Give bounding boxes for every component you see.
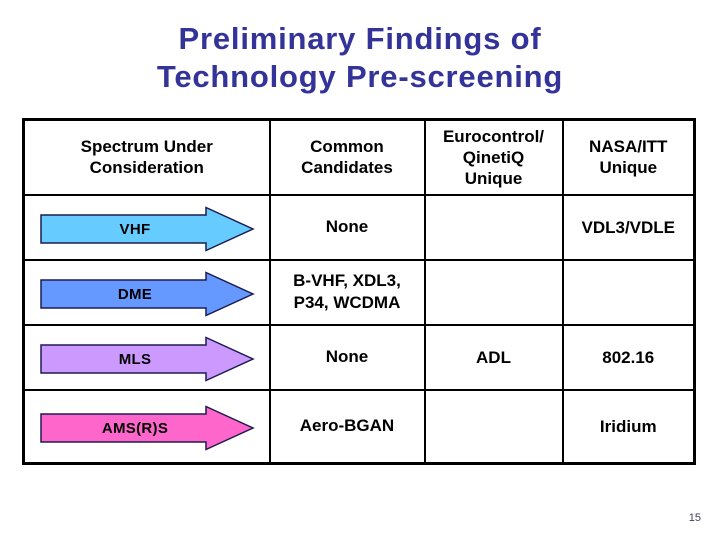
slide-title-line-1: Preliminary Findings of <box>178 21 542 56</box>
cell-common-vhf: None <box>268 193 426 261</box>
cell-nasa-dme <box>561 258 696 326</box>
block-arrow-icon <box>40 336 255 382</box>
cell-nasa-mls: 802.16 <box>561 323 696 391</box>
block-arrow-icon <box>40 405 255 451</box>
cell-common-dme: B-VHF, XDL3, P34, WCDMA <box>268 258 426 326</box>
cell-spectrum-dme: DME <box>22 258 271 326</box>
table-row-vhf: VHF None VDL3/VDLE <box>22 193 696 261</box>
table-row-amsrs: AMS(R)S Aero-BGAN Iridium <box>22 388 696 465</box>
vhf-arrow-shape: VHF <box>40 206 255 252</box>
cell-eurocontrol-amsrs <box>423 388 564 465</box>
header-spectrum-under-consideration: Spectrum Under Consideration <box>22 118 271 196</box>
cell-spectrum-mls: MLS <box>22 323 271 391</box>
block-arrow-icon <box>40 206 255 252</box>
cell-spectrum-vhf: VHF <box>22 193 271 261</box>
header-common-candidates: Common Candidates <box>268 118 426 196</box>
cell-nasa-amsrs: Iridium <box>561 388 696 465</box>
header-nasa-itt-unique: NASA/ITT Unique <box>561 118 696 196</box>
cell-eurocontrol-dme <box>423 258 564 326</box>
table-row-mls: MLS None ADL 802.16 <box>22 323 696 391</box>
mls-arrow-shape: MLS <box>40 336 255 382</box>
amsrs-arrow-shape: AMS(R)S <box>40 405 255 451</box>
page-number: 15 <box>688 512 701 524</box>
table-row-dme: DME B-VHF, XDL3, P34, WCDMA <box>22 258 696 326</box>
table-header-row: Spectrum Under Consideration Common Cand… <box>22 118 696 196</box>
cell-eurocontrol-mls: ADL <box>423 323 564 391</box>
cell-common-mls: None <box>268 323 426 391</box>
header-eurocontrol-qinetiq-unique: Eurocontrol/ QinetiQ Unique <box>423 118 564 196</box>
cell-eurocontrol-vhf <box>423 193 564 261</box>
cell-nasa-vhf: VDL3/VDLE <box>561 193 696 261</box>
arrow-label-mls: MLS <box>118 350 152 368</box>
arrow-label-dme: DME <box>117 285 153 303</box>
dme-arrow-shape: DME <box>40 271 255 317</box>
slide-title-line-2: Technology Pre-screening <box>156 59 564 94</box>
cell-common-amsrs: Aero-BGAN <box>268 388 426 465</box>
block-arrow-icon <box>40 271 255 317</box>
arrow-label-vhf: VHF <box>119 220 151 238</box>
cell-spectrum-amsrs: AMS(R)S <box>22 388 271 465</box>
technology-prescreening-table: Spectrum Under Consideration Common Cand… <box>22 118 696 465</box>
arrow-label-amsrs: AMS(R)S <box>101 419 169 437</box>
slide-title: Preliminary Findings of Technology Pre-s… <box>0 20 720 96</box>
